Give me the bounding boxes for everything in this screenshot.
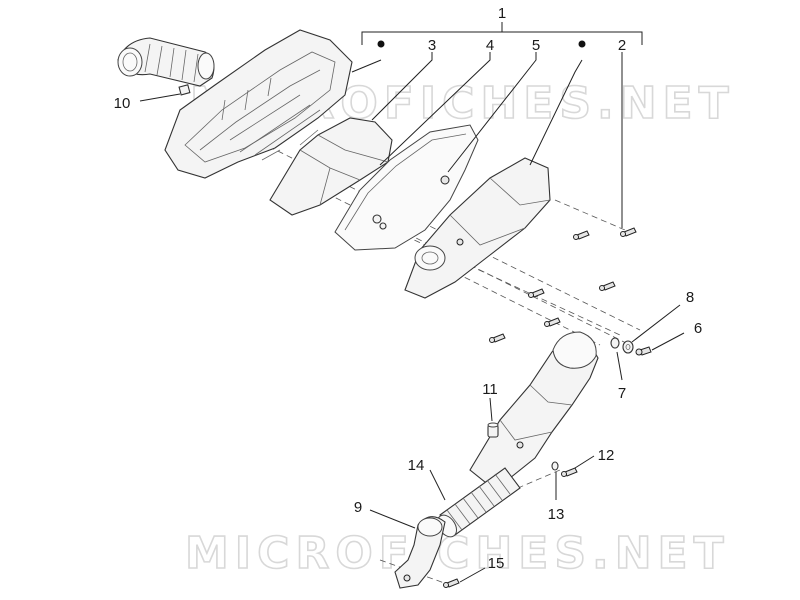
spacer-part-11 bbox=[487, 422, 499, 438]
intake-duct-part bbox=[469, 331, 599, 483]
screw-part-5 bbox=[440, 175, 450, 185]
washer-part-13 bbox=[551, 461, 559, 471]
filter-element-part bbox=[269, 117, 393, 216]
air-cleaner-housing-part bbox=[164, 29, 353, 179]
callout-6: 6 bbox=[694, 320, 702, 337]
fastener-set-6-7-8 bbox=[610, 337, 652, 356]
callout-labels: 1 2 3 4 5 6 7 8 9 10 11 12 13 14 15 bbox=[114, 5, 703, 572]
watermark-bottom: MICROFICHES.NET bbox=[185, 528, 730, 579]
intake-sleeve-part bbox=[117, 37, 215, 87]
cover-screws bbox=[489, 227, 637, 343]
assembly-bracket-1 bbox=[361, 22, 643, 48]
callout-2: 2 bbox=[618, 37, 626, 54]
callout-12: 12 bbox=[598, 447, 615, 464]
callout-5: 5 bbox=[532, 37, 540, 54]
callout-10: 10 bbox=[114, 95, 131, 112]
callout-15: 15 bbox=[488, 555, 505, 572]
callout-1: 1 bbox=[498, 5, 506, 22]
callout-11: 11 bbox=[482, 381, 498, 398]
callout-14: 14 bbox=[408, 457, 425, 474]
screw-part-12 bbox=[561, 467, 578, 477]
leader-lines bbox=[139, 52, 685, 583]
callout-7: 7 bbox=[618, 385, 626, 402]
callout-8: 8 bbox=[686, 289, 694, 306]
clip-part-10 bbox=[178, 84, 191, 96]
callout-9: 9 bbox=[354, 499, 362, 516]
screw-part-15 bbox=[443, 578, 460, 588]
elbow-part-9 bbox=[394, 516, 446, 589]
air-cleaner-cover-part bbox=[404, 157, 551, 299]
callout-13: 13 bbox=[548, 506, 565, 523]
gasket-part bbox=[334, 124, 479, 251]
callout-3: 3 bbox=[428, 37, 436, 54]
callout-4: 4 bbox=[486, 37, 494, 54]
